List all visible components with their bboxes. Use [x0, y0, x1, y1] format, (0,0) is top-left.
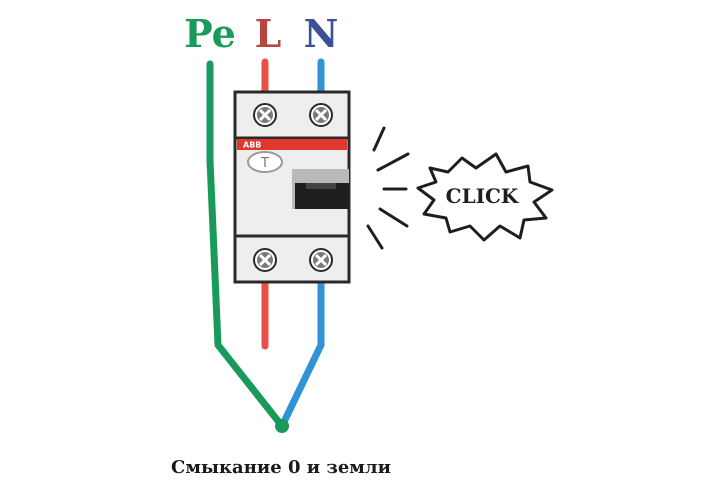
label-n: N	[304, 11, 339, 56]
brand-logo: ABB	[243, 141, 261, 150]
label-pe: Pe	[184, 11, 236, 56]
screw-icon	[253, 103, 277, 127]
screw-icon	[309, 103, 333, 127]
rcd-breaker: ABB T	[233, 90, 351, 284]
screw-icon	[253, 248, 277, 272]
wire-n-bottom	[278, 278, 325, 430]
screw-icon	[309, 248, 333, 272]
test-button-label: T	[260, 156, 269, 171]
burst-icon	[416, 152, 554, 242]
label-l: L	[255, 11, 282, 56]
test-button[interactable]	[247, 151, 283, 173]
wire-pe	[206, 60, 286, 430]
click-text: CLICK	[446, 184, 519, 208]
caption: Смыкание 0 и земли	[171, 457, 391, 478]
junction-point	[275, 419, 289, 433]
impact-lines	[366, 126, 410, 250]
brand-stripe	[237, 139, 347, 150]
